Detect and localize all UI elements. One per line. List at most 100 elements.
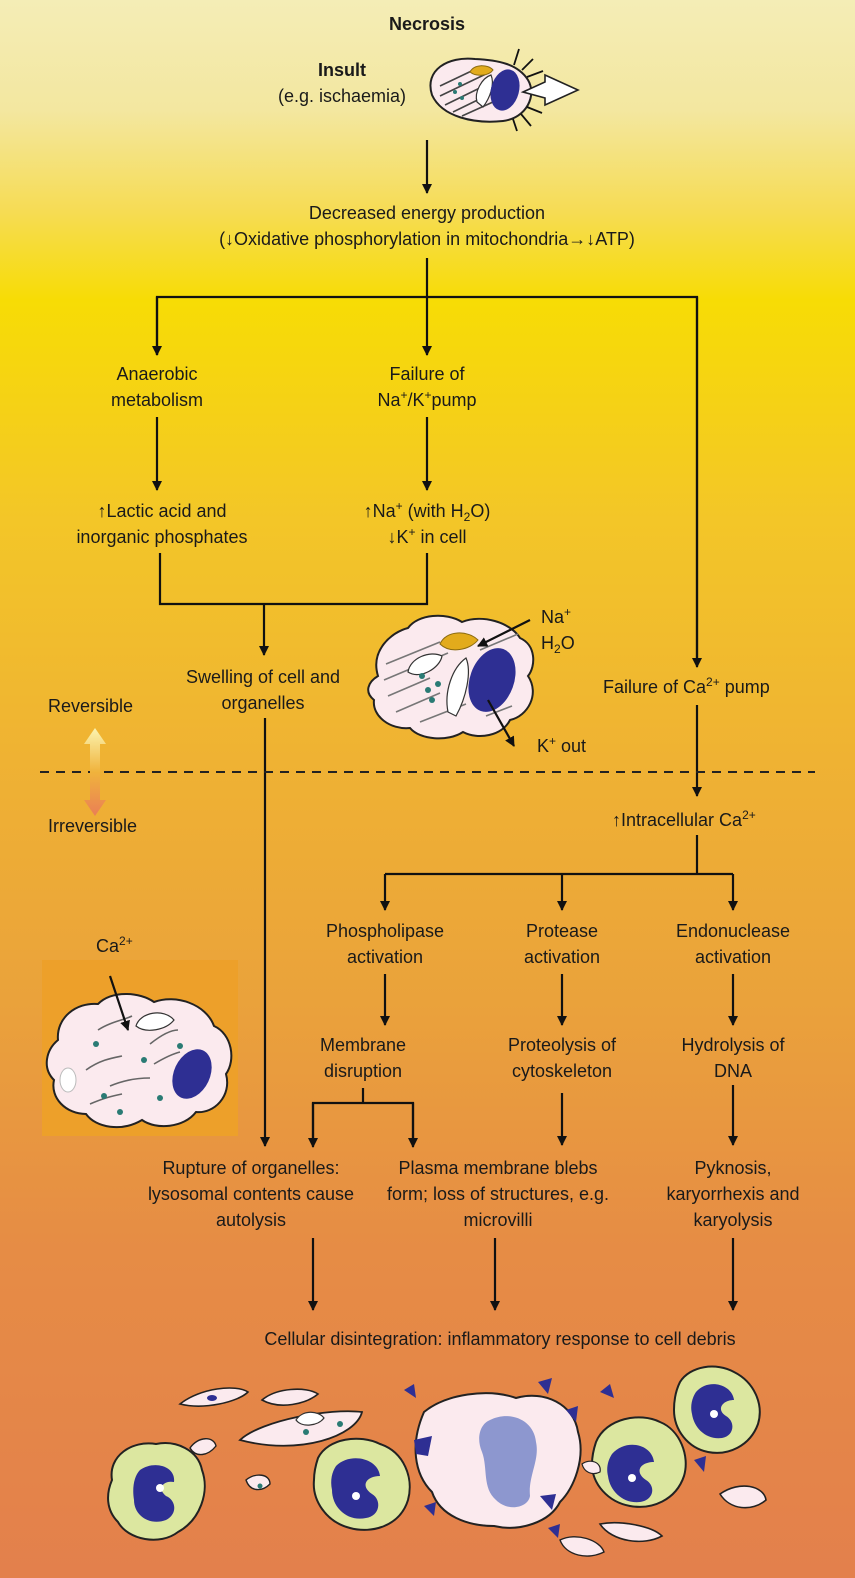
- cell-label-water: H2O: [541, 630, 575, 656]
- swelling-line2: organelles: [221, 693, 305, 713]
- pyknosis-node: Pyknosis, karyorrhexis and karyolysis: [658, 1155, 808, 1233]
- anaerobic-line1: Anaerobic: [116, 364, 198, 384]
- rupture-line1: Rupture of organelles:: [162, 1158, 340, 1178]
- arrow-potassium-out: [487, 699, 515, 747]
- endonuclease-line2: activation: [694, 947, 772, 967]
- k-charge: +: [424, 388, 432, 402]
- in-cell-text: in cell: [415, 527, 467, 547]
- rupture-line2: lysosomal contents cause: [147, 1184, 355, 1204]
- final-outcome: Cellular disintegration: inflammatory re…: [264, 1329, 736, 1349]
- intracellular-calcium-node: ↑Intracellular Ca2+: [612, 807, 756, 833]
- reversibility-arrow-icon: [84, 728, 106, 816]
- endonuclease-node: Endonuclease activation: [653, 918, 813, 970]
- cell-label-na: Na+: [541, 604, 571, 630]
- rupture-line3: autolysis: [215, 1210, 287, 1230]
- energy-line1: Decreased energy production: [308, 203, 546, 223]
- pyknosis-line1: Pyknosis,: [694, 1158, 772, 1178]
- phospholipase-line1: Phospholipase: [325, 921, 445, 941]
- rupture-node: Rupture of organelles: lysosomal content…: [136, 1155, 366, 1233]
- potassium-down: ↓K: [387, 527, 409, 547]
- membrane-line2: disruption: [323, 1061, 403, 1081]
- cell-k-text: K: [537, 736, 550, 756]
- water-subscript: 2: [463, 510, 471, 524]
- cell-o-text: O: [560, 633, 575, 653]
- insult-example: (e.g. ischaemia): [277, 86, 407, 106]
- sodium-with: (with H: [402, 501, 464, 521]
- blebs-node: Plasma membrane blebs form; loss of stru…: [376, 1155, 620, 1233]
- cell-na-text: Na: [541, 607, 565, 627]
- cell-h-text: H: [541, 633, 554, 653]
- calcium-label-text: Ca: [96, 936, 120, 956]
- sodium-up: ↑Na: [363, 501, 396, 521]
- energy-line2: (↓Oxidative phosphorylation in mitochond…: [219, 229, 635, 249]
- cell-k-charge: +: [549, 734, 557, 748]
- blebs-line3: microvilli: [463, 1210, 533, 1230]
- energy-node: Decreased energy production (↓Oxidative …: [160, 200, 694, 252]
- intracellular-charge: 2+: [742, 808, 756, 822]
- protease-line1: Protease: [525, 921, 599, 941]
- sodium-line1: ↑Na+ (with H2O): [327, 498, 527, 524]
- pump-text: pump: [431, 390, 477, 410]
- calcium-label-charge: 2+: [119, 934, 133, 948]
- na-charge: +: [400, 388, 408, 402]
- diagram-title: Necrosis: [388, 14, 466, 34]
- pump-failure-line1: Failure of: [389, 364, 465, 384]
- sodium-line2: ↓K+ in cell: [327, 524, 527, 550]
- sodium-charge: +: [395, 499, 403, 513]
- k-text: /K: [407, 390, 425, 410]
- swelling-node: Swelling of cell and organelles: [163, 664, 363, 716]
- cell-debris-icon: [107, 1365, 767, 1557]
- blebs-line1: Plasma membrane blebs: [398, 1158, 598, 1178]
- protease-node: Protease activation: [492, 918, 632, 970]
- lactic-line1: ↑Lactic acid and: [97, 501, 227, 521]
- proteolysis-line2: cytoskeleton: [511, 1061, 613, 1081]
- reversible-label: Reversible: [48, 696, 134, 716]
- anaerobic-node: Anaerobic metabolism: [87, 361, 227, 413]
- calcium-label: Ca2+: [96, 933, 133, 959]
- proteolysis-node: Proteolysis of cytoskeleton: [487, 1032, 637, 1084]
- phospholipase-node: Phospholipase activation: [305, 918, 465, 970]
- hydrolysis-line2: DNA: [713, 1061, 752, 1081]
- calcium-pump-suffix: pump: [719, 677, 770, 697]
- merge-line: [158, 553, 429, 606]
- calcium-pump-charge: 2+: [706, 675, 720, 689]
- pump-failure-node: Failure of Na+/K+pump: [347, 361, 507, 413]
- cell-h-subscript: 2: [554, 642, 561, 656]
- pump-failure-line2: Na+/K+pump: [347, 387, 507, 413]
- cell-out-text: out: [556, 736, 587, 756]
- hydrolysis-node: Hydrolysis of DNA: [663, 1032, 803, 1084]
- anaerobic-line2: metabolism: [110, 390, 204, 410]
- potassium-charge: +: [408, 525, 416, 539]
- calcium-pump-node: Failure of Ca2+ pump: [603, 674, 770, 700]
- insult-node: Insult (e.g. ischaemia): [262, 57, 422, 109]
- phospholipase-line2: activation: [346, 947, 424, 967]
- intracellular-text: ↑Intracellular Ca: [612, 810, 743, 830]
- calcified-cell-icon: [42, 960, 238, 1136]
- membrane-node: Membrane disruption: [293, 1032, 433, 1084]
- insult-label: Insult: [318, 60, 366, 80]
- cell-label-k-out: K+ out: [537, 733, 586, 759]
- swollen-cell-icon: [367, 614, 535, 740]
- membrane-line1: Membrane: [319, 1035, 407, 1055]
- water-o: O): [470, 501, 491, 521]
- protease-line2: activation: [523, 947, 601, 967]
- na-text: Na: [377, 390, 401, 410]
- pyknosis-line2: karyorrhexis and: [666, 1184, 800, 1204]
- swelling-line1: Swelling of cell and: [185, 667, 341, 687]
- arrow-sodium-water-in: [477, 619, 531, 647]
- sodium-node: ↑Na+ (with H2O) ↓K+ in cell: [327, 498, 527, 550]
- proteolysis-line1: Proteolysis of: [507, 1035, 617, 1055]
- hydrolysis-line1: Hydrolysis of: [681, 1035, 785, 1055]
- lactic-line2: inorganic phosphates: [76, 527, 248, 547]
- endonuclease-line1: Endonuclease: [675, 921, 791, 941]
- irreversible-label: Irreversible: [48, 816, 138, 836]
- cell-insult-icon: [429, 48, 580, 132]
- arrow-calcium-in: [108, 975, 130, 1031]
- cell-na-charge: +: [564, 605, 572, 619]
- pyknosis-line3: karyolysis: [693, 1210, 773, 1230]
- lactic-node: ↑Lactic acid and inorganic phosphates: [57, 498, 267, 550]
- calcium-pump-text: Failure of Ca: [603, 677, 707, 697]
- blebs-line2: form; loss of structures, e.g.: [386, 1184, 610, 1204]
